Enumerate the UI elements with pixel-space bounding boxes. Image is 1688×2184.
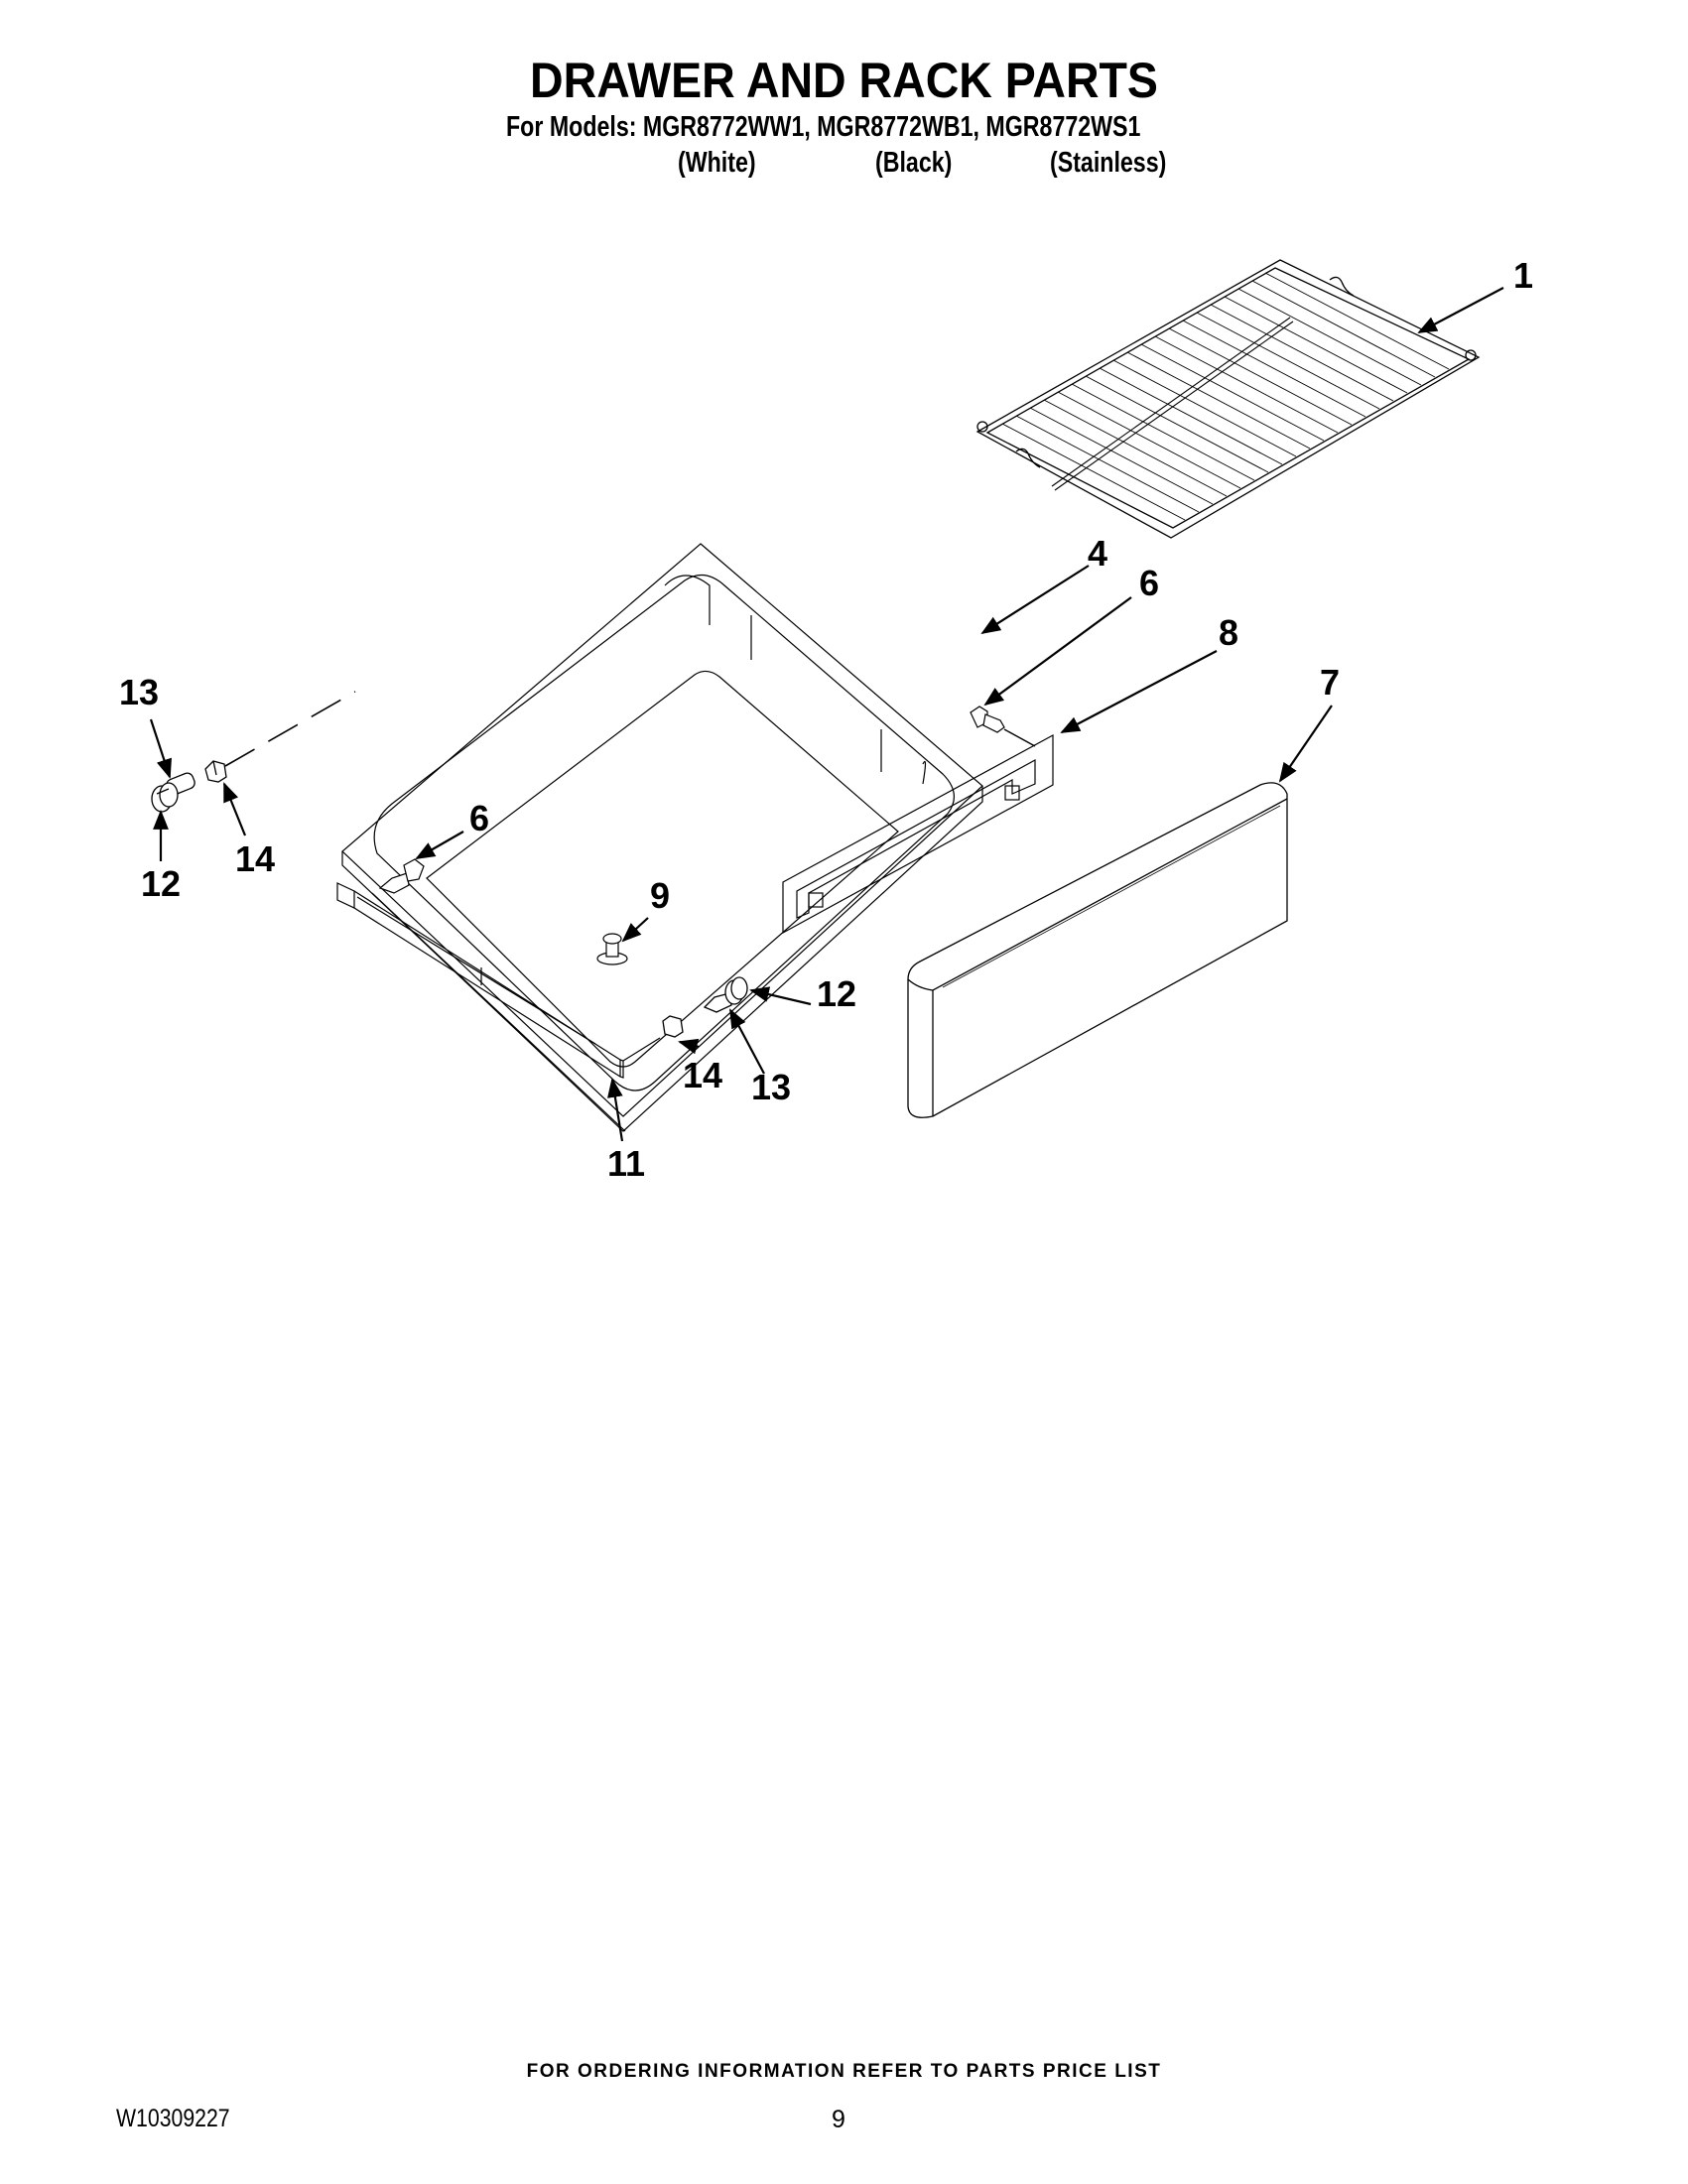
callout-1: 1 bbox=[1513, 255, 1533, 296]
callout-12-right: 12 bbox=[817, 973, 856, 1014]
nut-left-part bbox=[204, 760, 227, 783]
callout-7: 7 bbox=[1320, 662, 1340, 703]
screw-lower-part bbox=[378, 858, 425, 894]
page-title: DRAWER AND RACK PARTS bbox=[530, 53, 1158, 108]
callout-6-lower: 6 bbox=[469, 798, 489, 838]
stop-bumper-part bbox=[596, 933, 628, 965]
assembly-line bbox=[224, 691, 356, 767]
leader-arrows bbox=[149, 287, 1504, 1142]
roller-left-part bbox=[151, 772, 195, 813]
callout-8: 8 bbox=[1219, 612, 1238, 653]
rack-part bbox=[975, 259, 1481, 539]
callout-11: 11 bbox=[607, 1143, 645, 1184]
callout-13-right: 13 bbox=[751, 1067, 791, 1107]
exploded-parts-diagram: 1 4 6 6 7 8 9 11 12 12 13 13 14 14 bbox=[119, 255, 1533, 1184]
color-label-black: (Black) bbox=[875, 147, 953, 179]
callout-6-upper: 6 bbox=[1139, 563, 1159, 603]
callout-9: 9 bbox=[650, 875, 670, 916]
callout-12-left: 12 bbox=[141, 863, 181, 904]
roller-right-part bbox=[703, 976, 748, 1013]
front-bracket-part bbox=[782, 733, 1054, 935]
ordering-info-note: FOR ORDERING INFORMATION REFER TO PARTS … bbox=[526, 2061, 1162, 2082]
color-label-stainless: (Stainless) bbox=[1050, 147, 1167, 179]
color-label-white: (White) bbox=[678, 147, 756, 179]
callout-14-right: 14 bbox=[683, 1055, 722, 1095]
side-rail-part bbox=[336, 882, 661, 1079]
drawer-front-panel-part bbox=[907, 782, 1288, 1118]
models-line: For Models: MGR8772WW1, MGR8772WB1, MGR8… bbox=[506, 111, 1141, 143]
page-number: 9 bbox=[832, 2106, 845, 2133]
callout-14-left: 14 bbox=[235, 838, 275, 879]
nut-right-part bbox=[662, 1015, 684, 1038]
drawer-pan-part bbox=[341, 543, 983, 1132]
callout-13-left: 13 bbox=[119, 672, 159, 712]
document-number: W10309227 bbox=[116, 2105, 230, 2132]
screw-upper-part bbox=[970, 706, 1036, 747]
callout-4: 4 bbox=[1088, 533, 1107, 574]
